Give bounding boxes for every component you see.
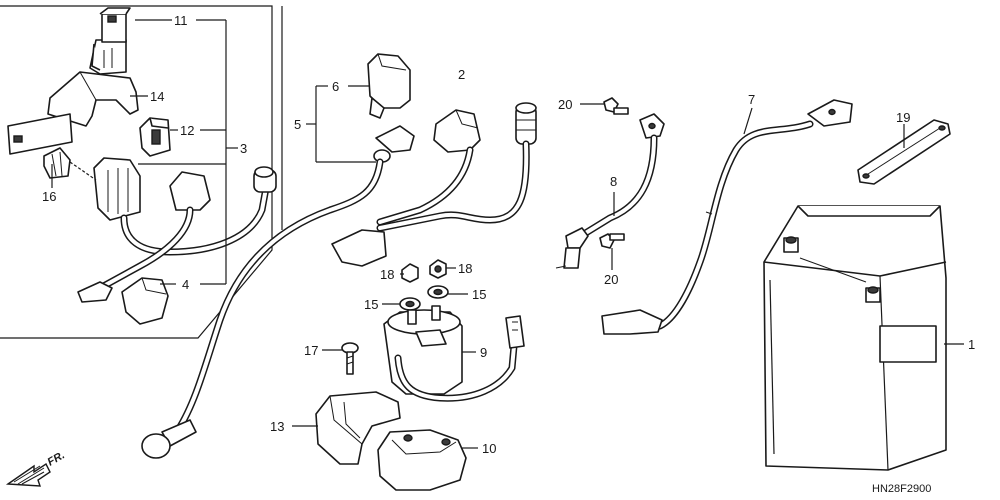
front-arrow-icon [5, 462, 51, 487]
callout-1: 1 [968, 337, 975, 352]
part-bolt [341, 342, 359, 375]
callout-16: 16 [42, 189, 56, 204]
callout-3: 3 [240, 141, 247, 156]
part-relay-cover [377, 429, 467, 491]
callout-18-left: 18 [380, 267, 394, 282]
callout-8: 8 [610, 174, 617, 189]
part-clip [43, 147, 71, 179]
callout-10: 10 [482, 441, 496, 456]
inset-frame [0, 5, 273, 339]
part-relay-holder [315, 391, 401, 465]
part-main-harness [331, 102, 537, 267]
part-battery-cable [601, 99, 853, 335]
part-starter-relay [383, 305, 525, 402]
part-battery-band [857, 119, 951, 185]
callout-9: 9 [480, 345, 487, 360]
part-battery [763, 205, 947, 471]
callout-labels: 11 14 12 3 16 4 6 5 2 20 8 20 7 19 1 18 … [42, 13, 975, 456]
callout-17: 17 [304, 343, 318, 358]
callout-18-right: 18 [458, 261, 472, 276]
part-ground-cable [555, 113, 665, 269]
callout-2: 2 [458, 67, 465, 82]
callout-14: 14 [150, 89, 164, 104]
callout-20-top: 20 [558, 97, 572, 112]
callout-11: 11 [174, 13, 188, 28]
callout-15-left: 15 [364, 297, 378, 312]
part-bolt-flange [599, 97, 629, 249]
part-small-relay [139, 117, 171, 157]
callout-12: 12 [180, 123, 194, 138]
front-label: FR. [46, 449, 67, 468]
part-starter-cable [141, 125, 415, 459]
part-terminal-cap [367, 53, 411, 119]
diagram-code: HN28F2900 [872, 483, 931, 495]
part-terminal-cover [121, 277, 169, 325]
leader-lines [51, 19, 964, 449]
callout-4: 4 [182, 277, 189, 292]
part-sub-harness [77, 157, 277, 303]
part-bracket [7, 71, 139, 155]
callout-20-bottom: 20 [604, 272, 618, 287]
callout-5: 5 [294, 117, 301, 132]
callout-6: 6 [332, 79, 339, 94]
part-nut [401, 259, 447, 283]
callout-15-right: 15 [472, 287, 486, 302]
callout-19: 19 [896, 110, 910, 125]
callout-13: 13 [270, 419, 284, 434]
part-relay [89, 7, 131, 75]
callout-7: 7 [748, 92, 755, 107]
